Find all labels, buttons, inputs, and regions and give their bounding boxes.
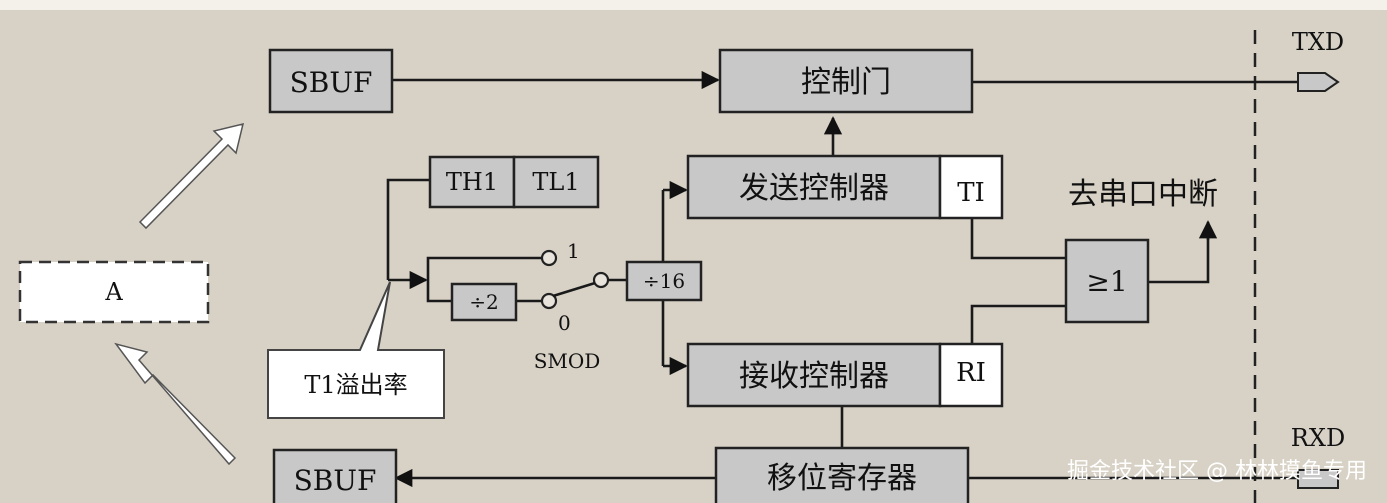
- sbuf-top-label: SBUF: [290, 66, 373, 99]
- wire-th1-down: [386, 178, 430, 280]
- tl1-label: TL1: [532, 168, 579, 196]
- wire-branch-bottom: [426, 280, 452, 303]
- div16-label: ÷16: [643, 269, 685, 293]
- txd-pin: [1297, 72, 1340, 92]
- hollow-arrow-down: [114, 342, 237, 466]
- rxd-pin: [1297, 469, 1339, 489]
- t1-overflow-callout: [267, 281, 445, 419]
- t1-overflow-label: T1溢出率: [304, 371, 407, 399]
- sbuf-top-block: [268, 48, 394, 114]
- smod-label: SMOD: [534, 349, 601, 373]
- hollow-arrow-up: [138, 122, 245, 230]
- or-gate-label: ≥1: [1086, 265, 1127, 298]
- switch-contact-1: [540, 249, 558, 267]
- sbuf-bottom-label: SBUF: [294, 464, 377, 497]
- top-strip: [0, 0, 1387, 10]
- wire-or-out: [1148, 226, 1210, 284]
- ri-flag-block: [938, 342, 1004, 408]
- switch-1-label: 1: [567, 239, 580, 263]
- rxd-label: RXD: [1291, 424, 1345, 452]
- or-gate-block: [1064, 238, 1150, 324]
- sbuf-bottom-block: [272, 448, 398, 503]
- div16-block: [625, 260, 703, 302]
- tl1-block: [512, 155, 600, 209]
- control-gate-block: [718, 48, 974, 114]
- receive-controller-label: 接收控制器: [739, 359, 889, 394]
- watermark-text: 掘金技术社区 @ 林林摸鱼专用: [1067, 459, 1367, 484]
- switch-lever: [552, 281, 596, 298]
- th1-label: TH1: [446, 168, 498, 196]
- shift-register-block: [714, 446, 970, 503]
- ri-flag-label: RI: [956, 358, 986, 388]
- div2-block: [450, 282, 518, 322]
- ti-flag-block: [938, 154, 1004, 220]
- switch-0-label: 0: [558, 311, 571, 335]
- shift-register-label: 移位寄存器: [767, 461, 917, 496]
- wire-branch-top: [426, 256, 541, 280]
- txd-label: TXD: [1292, 28, 1344, 56]
- switch-pivot: [592, 271, 610, 289]
- a-register-label: A: [104, 278, 123, 306]
- a-register-block: [18, 260, 210, 324]
- wire-ti-to-or: [970, 218, 1066, 260]
- control-gate-label: 控制门: [801, 65, 891, 100]
- interrupt-label: 去串口中断: [1068, 177, 1218, 212]
- switch-contact-0: [540, 292, 558, 310]
- transmit-controller-label: 发送控制器: [739, 171, 889, 206]
- div2-label: ÷2: [469, 290, 498, 314]
- ti-flag-label: TI: [957, 178, 985, 208]
- wire-ri-to-or: [970, 304, 1066, 344]
